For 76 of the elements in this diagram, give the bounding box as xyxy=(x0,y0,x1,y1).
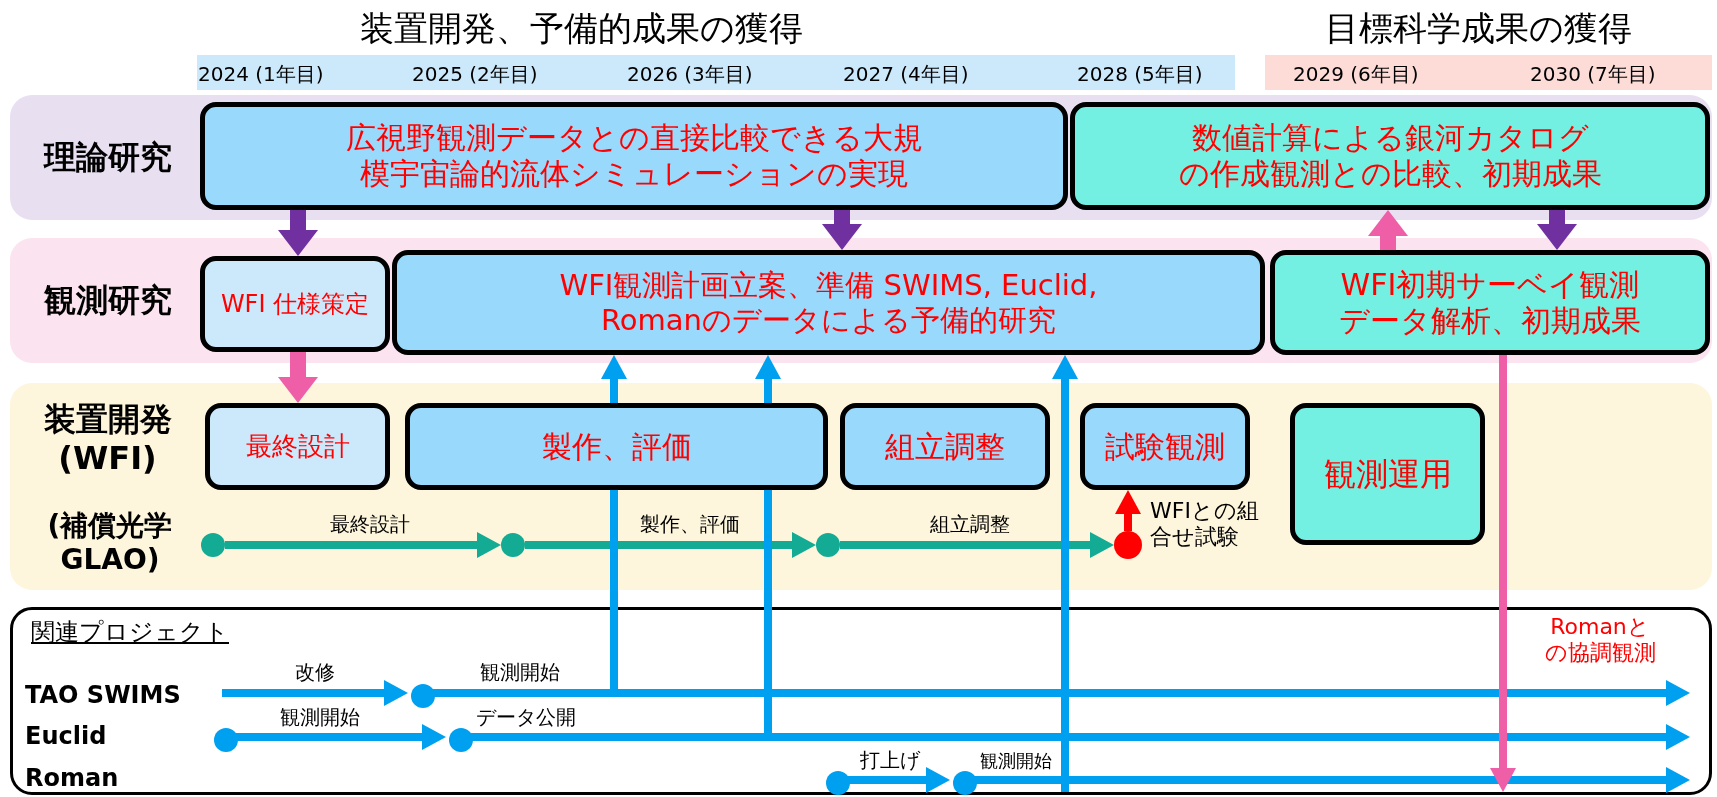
year-label: 2024 (1年目) xyxy=(198,62,324,86)
lane-heading: 理論研究 xyxy=(42,137,173,179)
edge-label: 観測開始 xyxy=(479,660,561,684)
arrow xyxy=(432,680,1690,706)
arrow xyxy=(278,352,318,403)
lane-band xyxy=(10,383,1712,590)
task-box xyxy=(1270,250,1710,355)
year-label: 2025 (2年目) xyxy=(412,62,538,86)
task-text: 製作、評価 xyxy=(540,428,693,465)
arrow xyxy=(225,532,501,558)
arrow xyxy=(525,532,816,558)
lane-band xyxy=(10,95,1712,220)
year-label: 2029 (6年目) xyxy=(1293,62,1419,86)
year-label: 2026 (3年目) xyxy=(627,62,753,86)
milestone-dot xyxy=(501,533,525,557)
edge-label: 改修 xyxy=(294,660,336,684)
lane-band xyxy=(10,238,1712,363)
task-box xyxy=(1080,403,1250,490)
project-name: Euclid xyxy=(25,722,107,751)
milestone-dot xyxy=(816,533,840,557)
year-label: 2030 (7年目) xyxy=(1530,62,1656,86)
task-box xyxy=(200,256,390,352)
arrow xyxy=(1052,355,1078,792)
task-text: 観測運用 xyxy=(1322,454,1453,494)
task-text: WFI 仕様策定 xyxy=(219,289,371,319)
milestone-note: WFIとの組合せ試験 xyxy=(1150,498,1260,551)
task-text: 組立調整 xyxy=(884,428,1006,465)
task-box xyxy=(405,403,828,490)
arrow xyxy=(1490,355,1516,792)
edge-label: データ公開 xyxy=(475,705,577,729)
arrow xyxy=(1115,490,1141,531)
arrow xyxy=(470,724,1690,750)
arrow xyxy=(278,210,318,256)
task-box xyxy=(205,403,390,490)
arrow xyxy=(840,532,1114,558)
edge-label: 組立調整 xyxy=(929,512,1011,536)
arrow xyxy=(235,724,446,750)
milestone-dot xyxy=(214,728,238,752)
milestone-dot xyxy=(411,684,435,708)
phase-heading: 目標科学成果の獲得 xyxy=(1325,8,1632,49)
task-box xyxy=(840,403,1050,490)
task-box xyxy=(392,250,1265,355)
year-label: 2028 (5年目) xyxy=(1077,62,1203,86)
edge-label: 打上げ xyxy=(859,748,921,772)
lane-heading: 装置開発(WFI) xyxy=(42,399,173,479)
year-label: 2027 (4年目) xyxy=(843,62,969,86)
milestone-dot xyxy=(953,771,977,795)
arrow xyxy=(847,767,950,793)
task-box xyxy=(1290,403,1485,545)
task-box xyxy=(1070,102,1710,210)
arrow xyxy=(1368,210,1408,250)
edge-label: 観測開始 xyxy=(979,750,1053,772)
task-text: 数値計算による銀河カタログの作成観測との比較、初期成果 xyxy=(1177,120,1603,192)
arrow xyxy=(974,767,1690,793)
arrow xyxy=(1537,210,1577,250)
milestone-dot xyxy=(1114,531,1142,559)
edge-label: Romanとの協調観測 xyxy=(1543,614,1657,667)
milestone-dot xyxy=(826,771,850,795)
project-name: TAO SWIMS xyxy=(25,681,225,713)
project-name: Roman xyxy=(25,764,119,793)
milestone-dot xyxy=(201,533,225,557)
task-text: 最終設計 xyxy=(244,430,351,463)
edge-label: 製作、評価 xyxy=(639,512,741,536)
lane-heading: (補償光学GLAO) xyxy=(46,508,174,578)
milestone-dot xyxy=(449,728,473,752)
task-text: WFI初期サーベイ観測データ解析、初期成果 xyxy=(1338,266,1642,339)
task-text: 広視野観測データとの直接比較できる大規模宇宙論的流体シミュレーションの実現 xyxy=(344,120,924,192)
task-text: WFI観測計画立案、準備 SWIMS, Euclid, Romanのデータによる予備的研究 xyxy=(558,267,1099,338)
edge-label: 観測開始 xyxy=(279,705,361,729)
lane-heading: 観測研究 xyxy=(42,280,173,322)
task-box xyxy=(200,102,1068,210)
arrow xyxy=(822,210,862,250)
edge-label: 最終設計 xyxy=(329,512,411,536)
panel-heading: 関連プロジェクト xyxy=(31,618,229,647)
phase-heading: 装置開発、予備的成果の獲得 xyxy=(360,8,803,49)
task-text: 試験観測 xyxy=(1104,428,1226,465)
